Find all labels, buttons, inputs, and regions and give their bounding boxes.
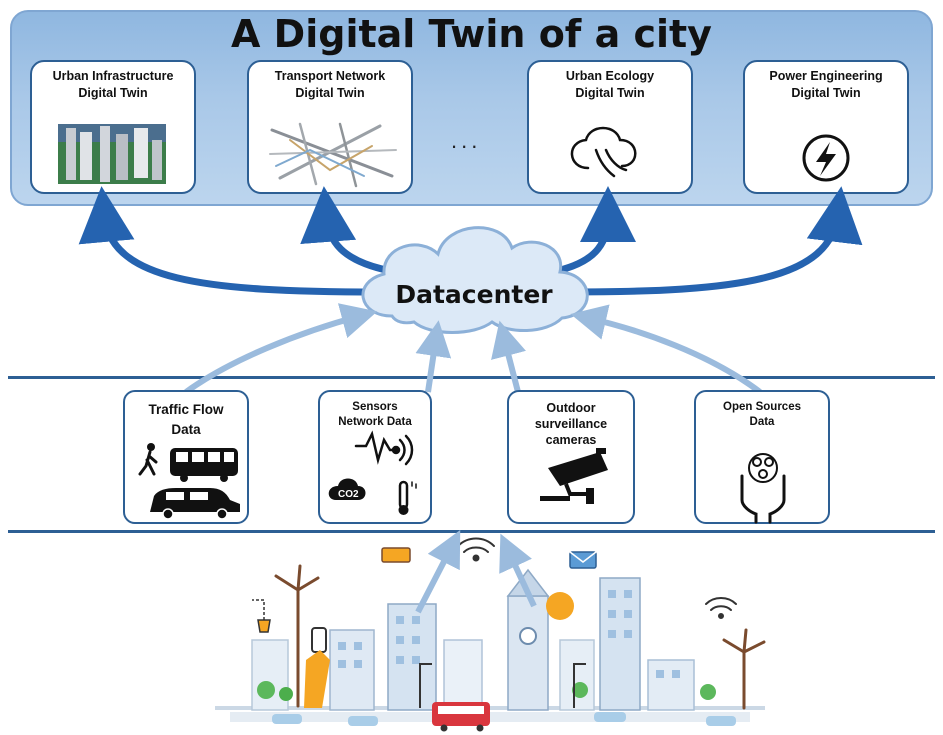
co2-label: CO2 [338,489,359,500]
source-card-line1: Traffic Flow [148,402,224,417]
twin-card-line2: Digital Twin [575,86,645,100]
twin-card-line1: Urban Infrastructure [52,69,174,83]
cctv-camera-icon [540,448,608,504]
arrow-from-open-sources [570,304,762,395]
source-card-line2: surveillance [534,417,608,431]
source-card-line1: Open Sources [723,401,801,413]
arrow-from-traffic-flow [184,303,378,395]
arrow-to-urban-infrastructure [78,186,381,296]
datacenter-cloud [361,226,589,334]
datacenter-label: Datacenter [395,280,553,309]
lightning-bolt-icon [802,134,850,182]
open-data-hands-icon [740,453,786,524]
traffic-icon [138,443,240,520]
diagram-title: A Digital Twin of a city [231,12,712,56]
road-map-icon [269,122,397,188]
twin-card-line1: Urban Ecology [565,69,655,83]
arrow-to-power-engineering [567,186,863,296]
twin-card-line1: Transport Network [274,69,386,83]
twin-card-line1: Power Engineering [769,69,883,83]
source-card-line2: Network Data [338,416,412,428]
source-card-line3: cameras [545,433,597,447]
source-card-line2: Data [171,422,201,437]
sensor-icon [328,430,417,515]
source-card-cameras: Outdoor surveillance cameras [507,390,635,524]
source-card-line2: Data [749,416,775,428]
source-card-line1: Sensors [352,401,398,413]
arrow-from-cameras [491,320,526,393]
twin-card-line2: Digital Twin [791,86,861,100]
city-arrows [415,529,537,614]
source-card-line1: Outdoor [546,401,596,415]
separator-line-top [8,376,935,379]
input-arrows [184,303,762,395]
twin-card-line2: Digital Twin [295,86,365,100]
arrow-city-to-sensors [415,529,461,614]
more-twins-ellipsis: ... [451,128,482,153]
city-illustration [215,537,766,732]
arrow-to-urban-ecology [551,186,636,276]
arrow-city-to-cameras [499,533,537,608]
output-arrows [78,186,863,296]
city-buildings-icon [58,124,166,184]
separator-line-bottom [8,530,935,533]
weather-cloud-icon [570,126,637,178]
arrow-from-sensors [415,320,452,393]
arrow-to-transport-network [300,186,397,276]
twin-card-line2: Digital Twin [78,86,148,100]
